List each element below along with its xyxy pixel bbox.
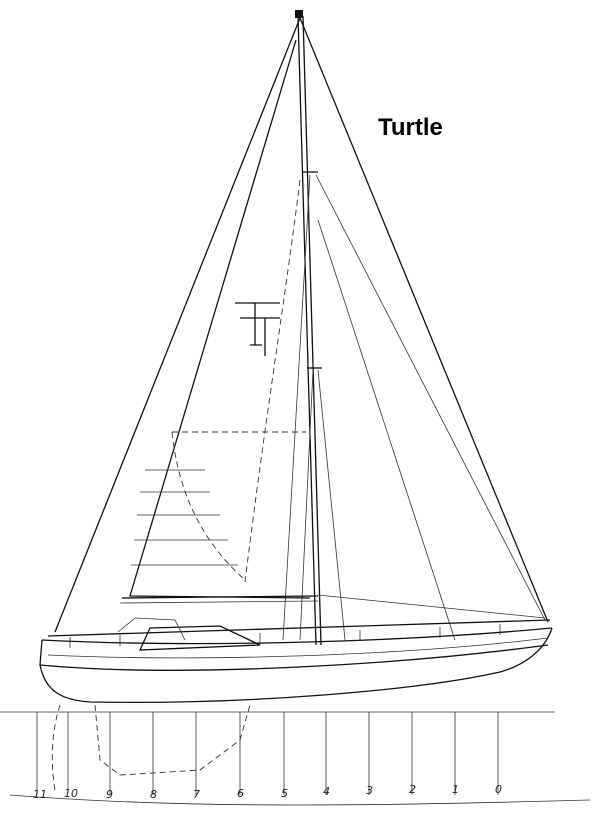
station-label: 8 — [150, 788, 157, 801]
station-label: 6 — [237, 787, 244, 800]
station-label: 7 — [193, 788, 200, 801]
station-label: 5 — [281, 787, 288, 800]
jib-foot — [317, 594, 546, 619]
station-label: 0 — [495, 783, 502, 796]
boom — [121, 595, 319, 599]
backstay — [54, 17, 301, 633]
station-label: 4 — [323, 785, 330, 798]
station-label: 1 — [452, 783, 459, 796]
hull — [39, 617, 553, 704]
mainsail — [119, 39, 319, 604]
forestay — [299, 17, 549, 623]
monogram-logo — [235, 302, 280, 356]
station-label: 2 — [409, 783, 416, 796]
mast — [295, 10, 322, 646]
station-labels: 11 10 9 8 7 6 5 4 3 2 1 0 — [33, 783, 502, 801]
lifeline — [47, 619, 551, 637]
station-label: 10 — [64, 787, 78, 800]
station-lines — [36, 712, 499, 795]
station-label: 11 — [33, 788, 47, 801]
baseline — [9, 794, 591, 806]
cabin — [138, 625, 261, 651]
keel-outline — [51, 704, 251, 791]
boat-name-label: Turtle — [378, 114, 443, 141]
rigging — [54, 17, 549, 641]
station-label: 9 — [106, 788, 113, 801]
station-label: 3 — [366, 784, 373, 797]
